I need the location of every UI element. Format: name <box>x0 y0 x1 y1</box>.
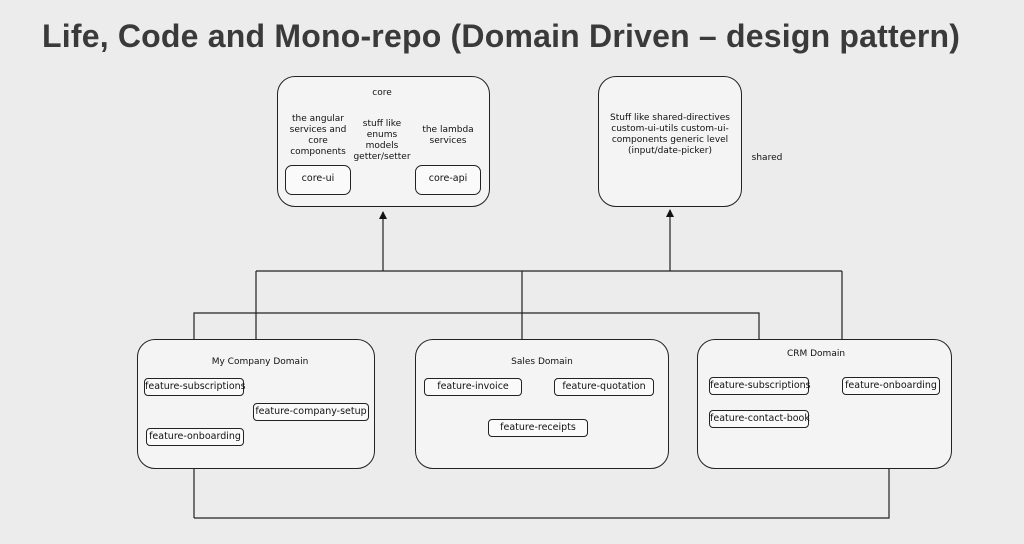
core-lambda-description: the lambda services <box>422 125 474 146</box>
crm-domain-box <box>697 339 952 469</box>
crm-feature-subscriptions: feature-subscriptions <box>709 377 811 395</box>
slide-title: Life, Code and Mono-repo (Domain Driven … <box>42 18 961 54</box>
sales-domain-box <box>415 339 669 469</box>
sales-feature-invoice: feature-invoice <box>424 378 522 396</box>
core-ui-module: core-ui <box>285 165 351 195</box>
my-company-domain-label: My Company Domain <box>211 357 309 367</box>
shared-label: shared <box>751 153 783 163</box>
my-company-feature-company-setup: feature-company-setup <box>253 403 369 421</box>
shared-box <box>598 76 742 207</box>
my-company-feature-onboarding: feature-onboarding <box>146 428 244 446</box>
sales-domain-label: Sales Domain <box>511 357 573 367</box>
my-company-feature-subscriptions: feature-subscriptions <box>144 378 246 396</box>
core-label: core <box>372 88 392 98</box>
sales-feature-receipts: feature-receipts <box>488 419 588 437</box>
core-angular-description: the angular services and core components <box>289 114 347 157</box>
crm-feature-onboarding: feature-onboarding <box>842 377 940 395</box>
core-api-module: core-api <box>415 165 481 195</box>
shared-description: Stuff like shared-directives custom-ui-u… <box>610 113 730 156</box>
crm-domain-label: CRM Domain <box>786 349 846 359</box>
crm-feature-contact-book: feature-contact-book <box>709 410 810 428</box>
core-models-description: stuff like enums models getter/setter <box>353 119 411 162</box>
sales-feature-quotation: feature-quotation <box>554 378 654 396</box>
